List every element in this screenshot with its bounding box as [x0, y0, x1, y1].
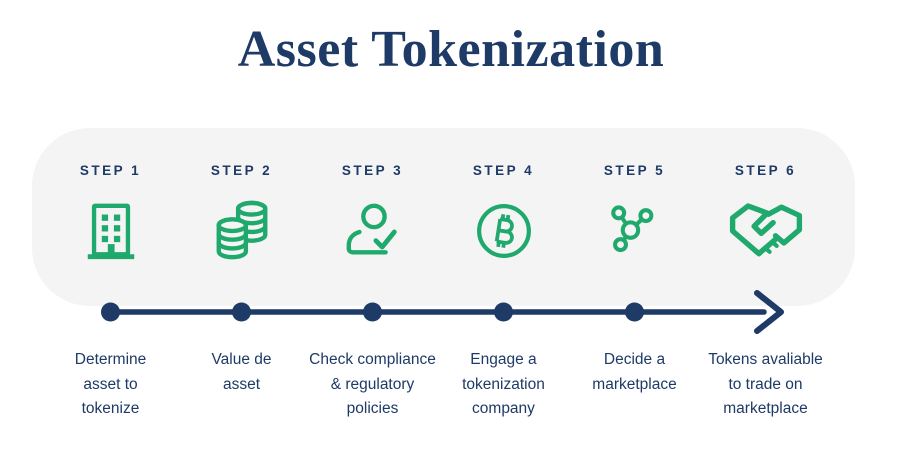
step-5-label: STEP 5 — [603, 163, 666, 178]
person-check-icon — [307, 196, 438, 266]
step-1-description: Determine asset to tokenize — [74, 351, 147, 417]
coins-icon — [176, 196, 307, 266]
building-icon — [45, 196, 176, 266]
timeline-dot — [494, 302, 513, 322]
icons-row — [45, 196, 831, 266]
step-labels-row: STEP 1 STEP 2 STEP 3 STEP 4 STEP 5 STEP … — [45, 163, 831, 178]
handshake-icon — [700, 196, 831, 266]
step-3-label: STEP 3 — [341, 163, 404, 178]
step-4-label: STEP 4 — [472, 163, 535, 178]
arrowhead-icon — [754, 290, 784, 334]
step-2-label: STEP 2 — [210, 163, 273, 178]
step-6-description: Tokens avaliable to trade on marketplace — [708, 351, 823, 417]
timeline-dot — [232, 302, 251, 322]
descriptions-row: Determine asset to tokenize Value de ass… — [45, 348, 831, 422]
step-5-description: Decide a marketplace — [592, 351, 677, 393]
step-2-description: Value de asset — [211, 351, 272, 393]
step-3-description: Check compliance & regulatory policies — [309, 351, 436, 417]
timeline-dot — [101, 302, 120, 322]
timeline-dot — [363, 302, 382, 322]
step-1-label: STEP 1 — [79, 163, 142, 178]
page-title: Asset Tokenization — [237, 21, 665, 78]
timeline-arrow — [101, 290, 784, 334]
timeline-dot — [625, 302, 644, 322]
step-4-description: Engage a tokenization company — [462, 351, 545, 417]
bitcoin-icon — [438, 196, 569, 266]
network-icon — [569, 196, 700, 266]
steps-card — [32, 128, 855, 306]
step-6-label: STEP 6 — [734, 163, 797, 178]
